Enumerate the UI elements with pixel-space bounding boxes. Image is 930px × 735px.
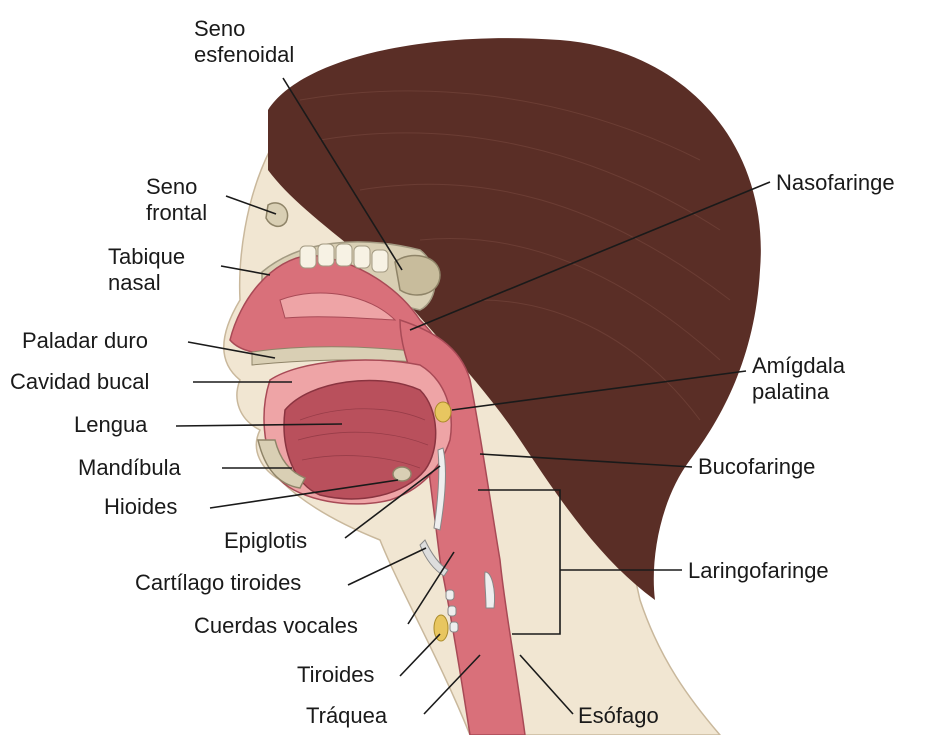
label-seno-esfenoidal: Seno esfenoidal: [194, 16, 294, 68]
label-cartilago-tiroides: Cartílago tiroides: [135, 570, 301, 596]
hyoid-bone: [393, 467, 411, 481]
label-nasofaringe: Nasofaringe: [776, 170, 895, 196]
palatine-tonsil: [435, 402, 451, 422]
label-epiglotis: Epiglotis: [224, 528, 307, 554]
label-paladar-duro: Paladar duro: [22, 328, 148, 354]
sphenoid-sinus: [395, 256, 440, 295]
label-seno-esfenoidal-line2: esfenoidal: [194, 42, 294, 68]
label-tabique-nasal: Tabique nasal: [108, 244, 185, 296]
label-amigdala-palatina: Amígdala palatina: [752, 353, 845, 405]
label-esofago: Esófago: [578, 703, 659, 729]
label-amigdala-palatina-line2: palatina: [752, 379, 845, 405]
label-seno-frontal-line2: frontal: [146, 200, 207, 226]
label-tiroides: Tiroides: [297, 662, 374, 688]
label-bucofaringe: Bucofaringe: [698, 454, 815, 480]
label-seno-esfenoidal-line1: Seno: [194, 16, 294, 42]
label-tabique-nasal-line1: Tabique: [108, 244, 185, 270]
label-cavidad-bucal: Cavidad bucal: [10, 369, 149, 395]
label-amigdala-palatina-line1: Amígdala: [752, 353, 845, 379]
label-hioides: Hioides: [104, 494, 177, 520]
label-tabique-nasal-line2: nasal: [108, 270, 185, 296]
label-traquea: Tráquea: [306, 703, 387, 729]
label-seno-frontal: Seno frontal: [146, 174, 207, 226]
label-laringofaringe: Laringofaringe: [688, 558, 829, 584]
label-mandibula: Mandíbula: [78, 455, 181, 481]
label-lengua: Lengua: [74, 412, 147, 438]
label-seno-frontal-line1: Seno: [146, 174, 207, 200]
frontal-sinus: [266, 203, 288, 226]
label-cuerdas-vocales: Cuerdas vocales: [194, 613, 358, 639]
